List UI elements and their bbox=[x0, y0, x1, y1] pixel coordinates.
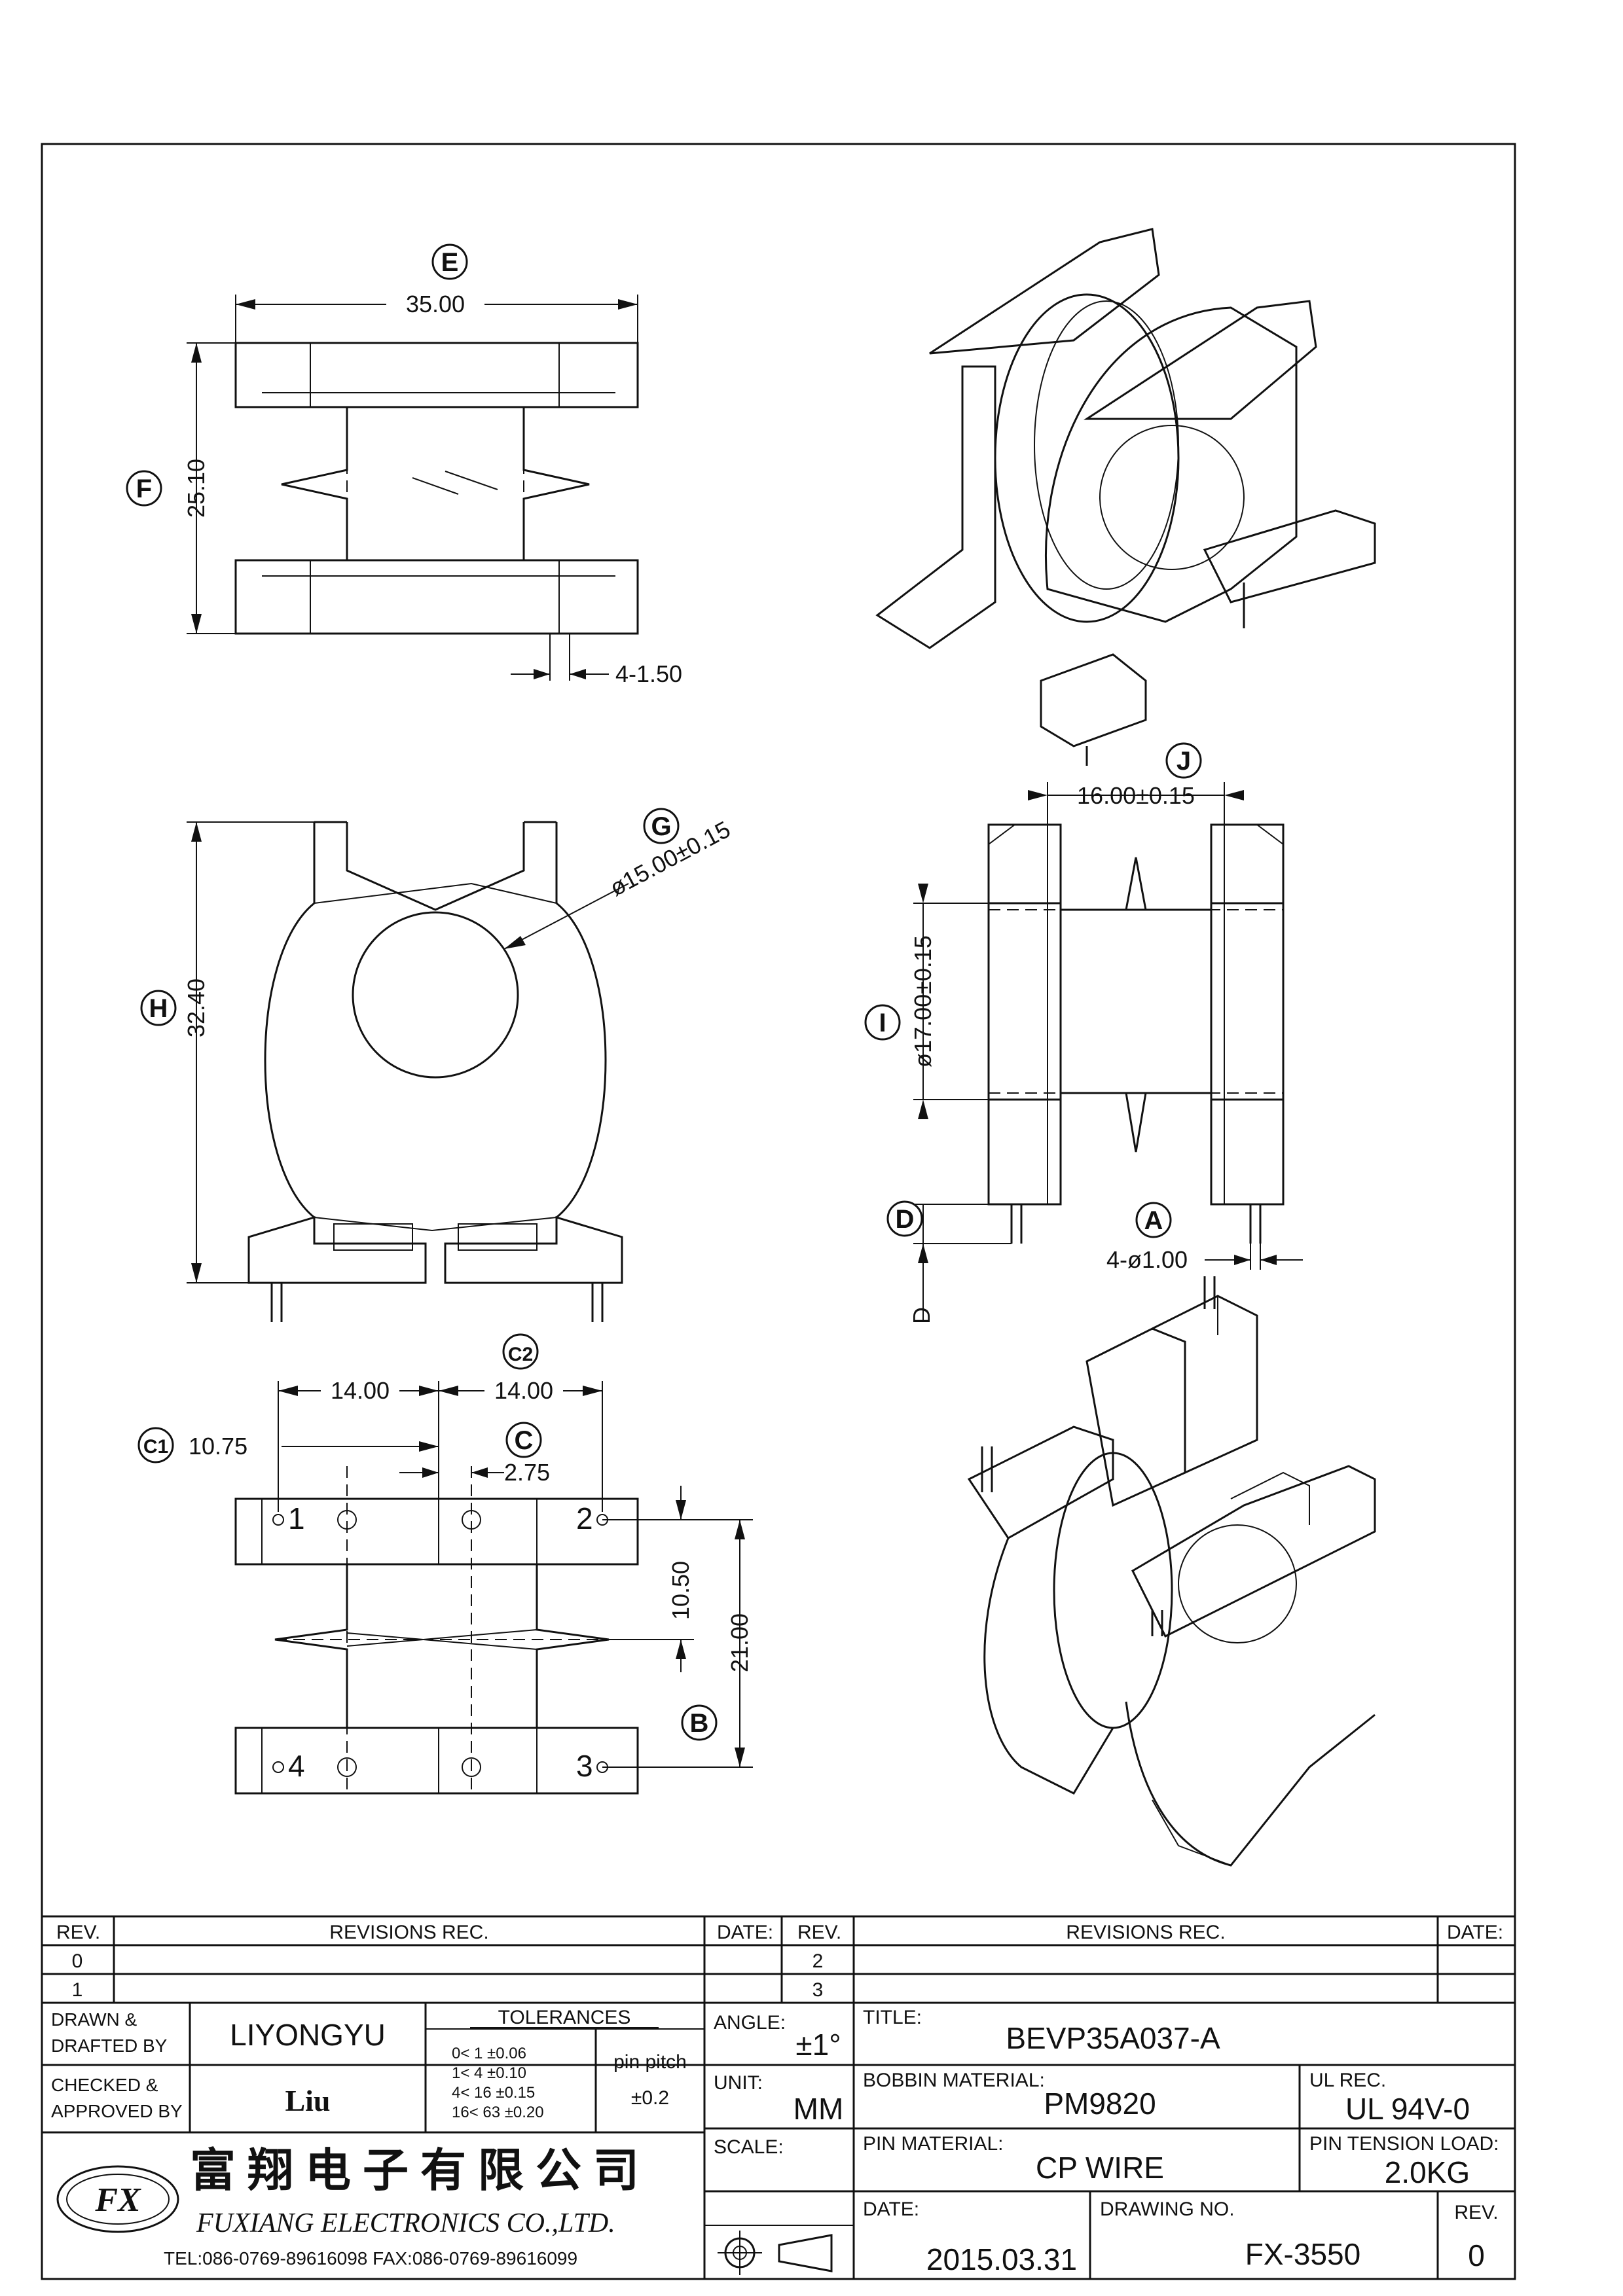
checked-label-2: APPROVED BY bbox=[51, 2101, 183, 2121]
dim-flange-dia-i: ø17.00±0.15 bbox=[909, 935, 936, 1067]
isometric-view-top bbox=[875, 228, 1376, 766]
drawn-by: LIYONGYU bbox=[230, 2018, 386, 2052]
rev-value: 0 bbox=[1468, 2238, 1485, 2272]
angle-label: ANGLE: bbox=[714, 2012, 786, 2034]
label-i: I bbox=[879, 1009, 886, 1037]
pin-1-label: 1 bbox=[288, 1501, 305, 1535]
rev-header-left: REV. bbox=[56, 1922, 100, 1943]
rev-header-right: REV. bbox=[797, 1922, 841, 1943]
dim-pin-dia-a: 4-ø1.00 bbox=[1106, 1246, 1188, 1273]
label-f: F bbox=[136, 475, 152, 503]
dim-offset-c: 2.75 bbox=[504, 1459, 550, 1486]
pin-pitch-value: ±0.2 bbox=[631, 2087, 669, 2109]
title-block: REV. REVISIONS REC. DATE: REV. REVISIONS… bbox=[42, 1915, 1515, 2279]
dim-width-e: 35.00 bbox=[406, 291, 465, 317]
date-value: 2015.03.31 bbox=[926, 2242, 1077, 2276]
checked-label-1: CHECKED & bbox=[51, 2075, 158, 2095]
tolerance-row-0: 0< 1 ±0.06 bbox=[452, 2045, 526, 2062]
rev-row-3: 3 bbox=[812, 1979, 824, 2001]
drawing-no-value: FX-3550 bbox=[1245, 2237, 1360, 2271]
tolerance-row-2: 4< 16 ±0.15 bbox=[452, 2084, 535, 2102]
drawing-no-label: DRAWING NO. bbox=[1100, 2198, 1235, 2220]
dim-pin-width: 4-1.50 bbox=[615, 660, 682, 687]
label-e: E bbox=[441, 248, 459, 277]
date-header-left: DATE: bbox=[717, 1922, 773, 1943]
title-label: TITLE: bbox=[863, 2007, 922, 2028]
label-j: J bbox=[1176, 747, 1191, 776]
pin-material-label: PIN MATERIAL: bbox=[863, 2133, 1003, 2155]
tolerance-row-1: 1< 4 ±0.10 bbox=[452, 2064, 526, 2082]
label-c2: C2 bbox=[508, 1344, 533, 1365]
pin-2-label: 2 bbox=[576, 1501, 593, 1535]
logo-text: FX bbox=[94, 2181, 141, 2219]
company-name-en: FUXIANG ELECTRONICS CO.,LTD. bbox=[196, 2208, 615, 2238]
unit-value: MM bbox=[793, 2092, 844, 2126]
company-name-cn: 富翔电子有限公司 bbox=[190, 2143, 651, 2197]
dim-pitch-left: 14.00 bbox=[331, 1377, 390, 1404]
label-g: G bbox=[651, 812, 671, 841]
bobbin-material-label: BOBBIN MATERIAL: bbox=[863, 2070, 1045, 2091]
pin-pitch-label: pin pitch bbox=[613, 2051, 687, 2073]
dim-pitch-right: 14.00 bbox=[494, 1377, 553, 1404]
date-header-right: DATE: bbox=[1447, 1922, 1503, 1943]
front-view: 35.00 E 25.10 F 4-1.50 bbox=[126, 243, 682, 687]
label-h: H bbox=[149, 994, 168, 1023]
tolerances-title: TOLERANCES bbox=[498, 2007, 631, 2028]
approved-by: Liu bbox=[285, 2084, 330, 2117]
pin-material-value: CP WIRE bbox=[1036, 2151, 1164, 2185]
rev-row-2: 2 bbox=[812, 1950, 824, 1972]
date-label: DATE: bbox=[863, 2198, 919, 2220]
pin-3-label: 3 bbox=[576, 1749, 593, 1783]
company-logo: FX bbox=[56, 2165, 179, 2233]
isometric-view-bottom bbox=[967, 1276, 1376, 1867]
bobbin-material-value: PM9820 bbox=[1044, 2087, 1156, 2121]
tolerance-row-3: 16< 63 ±0.20 bbox=[452, 2104, 544, 2121]
title-value: BEVP35A037-A bbox=[1006, 2021, 1220, 2055]
rev-row-1: 1 bbox=[72, 1979, 83, 2001]
rev-rec-header-right: REVISIONS REC. bbox=[1066, 1922, 1225, 1943]
rev-label: REV. bbox=[1454, 2202, 1498, 2223]
dim-d-side: D bbox=[908, 1307, 935, 1324]
label-c: C bbox=[515, 1426, 534, 1455]
cross-section-view: 16.00±0.15 J ø17.00±0.15 I D D 4-ø1.00 A bbox=[864, 742, 1303, 1324]
ul-label: UL REC. bbox=[1309, 2070, 1386, 2091]
label-c1: C1 bbox=[143, 1436, 168, 1458]
dim-height-h: 32.40 bbox=[183, 978, 210, 1037]
label-b: B bbox=[690, 1709, 709, 1738]
sheet-border bbox=[41, 143, 1516, 2280]
scale-label: SCALE: bbox=[714, 2136, 784, 2158]
unit-label: UNIT: bbox=[714, 2072, 763, 2094]
rev-rec-header-left: REVISIONS REC. bbox=[329, 1922, 488, 1943]
drawn-label-1: DRAWN & bbox=[51, 2009, 137, 2030]
angle-value: ±1° bbox=[795, 2028, 841, 2062]
pin-tension-label: PIN TENSION LOAD: bbox=[1309, 2133, 1499, 2155]
dim-height-f: 25.10 bbox=[183, 459, 210, 518]
pin-tension-value: 2.0KG bbox=[1385, 2155, 1470, 2189]
company-contact: TEL:086-0769-89616098 FAX:086-0769-89616… bbox=[164, 2248, 577, 2269]
dim-row-span: 21.00 bbox=[726, 1613, 753, 1672]
dim-inner-width-j: 16.00±0.15 bbox=[1077, 782, 1195, 809]
drawn-label-2: DRAFTED BY bbox=[51, 2036, 168, 2056]
label-a: A bbox=[1144, 1206, 1163, 1235]
pin-4-label: 4 bbox=[288, 1749, 305, 1783]
ul-value: UL 94V-0 bbox=[1345, 2092, 1470, 2126]
rev-row-0: 0 bbox=[72, 1950, 83, 1972]
pin-layout-view: 1 2 3 4 14.00 14.00 C2 10.75 C1 2.75 C bbox=[137, 1333, 753, 1795]
dim-offset-c1: 10.75 bbox=[189, 1433, 247, 1460]
dim-half-row: 10.50 bbox=[667, 1561, 694, 1620]
side-view: 32.40 H ø15.00±0.15 G bbox=[140, 808, 735, 1322]
label-d: D bbox=[896, 1205, 915, 1234]
